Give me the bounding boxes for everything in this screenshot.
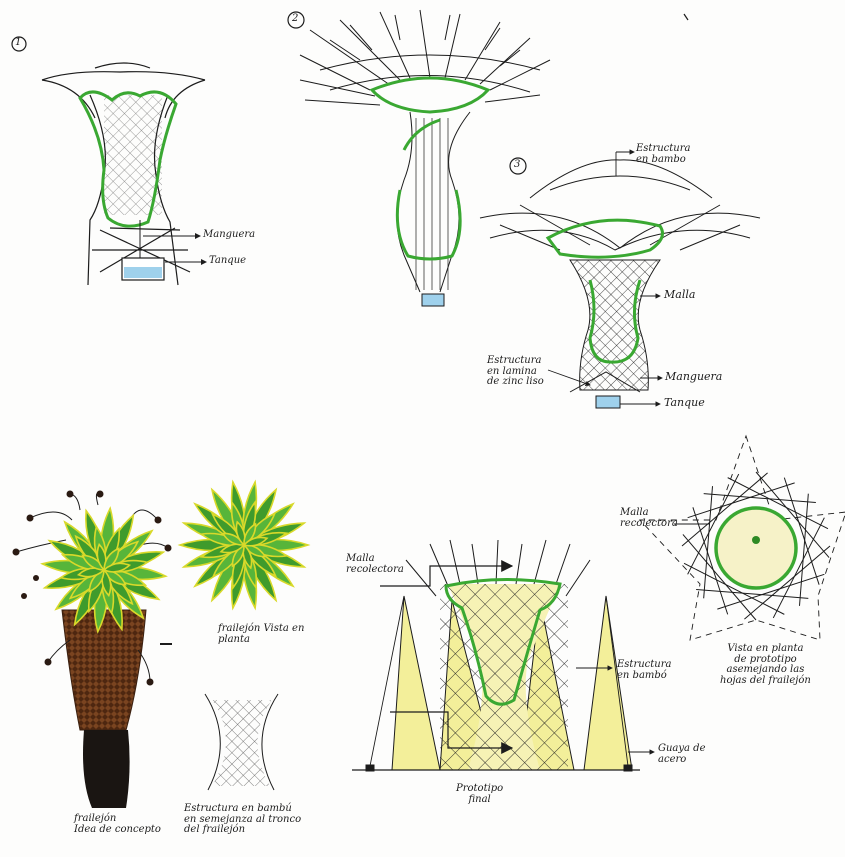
label-estructura-bambu: Estructura en bambo [636, 144, 690, 165]
label-estructura-bambo-final: Estructura en bambó [617, 660, 671, 681]
canopy-lines [300, 10, 550, 105]
sketch-1 [12, 37, 206, 285]
frailejon-plan-rosette [180, 482, 308, 608]
step-number: 3 [514, 160, 520, 171]
label-estructura-zinc: Estructura en lamina de zinc liso [487, 356, 544, 388]
label-manguera: Manguera [203, 230, 255, 241]
label-frailejon-concept: frailejón Idea de concepto [74, 814, 161, 835]
step-number: 2 [292, 14, 298, 25]
plan-view [640, 436, 845, 640]
stray-mark [684, 14, 688, 20]
label-malla: Malla [664, 289, 695, 301]
star-strut [704, 494, 816, 503]
trunk-structure [205, 694, 278, 790]
star-strut [696, 589, 808, 598]
step-number: 1 [15, 38, 21, 49]
label-vista-planta: Vista en planta de prototipo asemejando … [720, 644, 811, 686]
label-malla-recolectora: Malla recolectora [346, 554, 404, 575]
label-malla-recolectora-plan: Malla recolectora [620, 508, 678, 529]
label-guaya: Guaya de acero [658, 744, 706, 765]
label-trunk-structure: Estructura en bambú en semejanza al tron… [184, 804, 301, 836]
label-prototipo-final: Prototipo final [456, 784, 503, 805]
label-manguera-3: Manguera [665, 371, 722, 383]
star-strut [799, 494, 808, 606]
sketch-2 [288, 10, 550, 306]
rosette-leaves [42, 508, 165, 631]
label-tanque-3: Tanque [664, 397, 705, 409]
label-tanque: Tanque [209, 256, 246, 267]
star-strut [704, 486, 713, 598]
frailejon-concept [13, 491, 173, 809]
label-frailejon-plan: frailejón Vista en planta [218, 624, 304, 645]
